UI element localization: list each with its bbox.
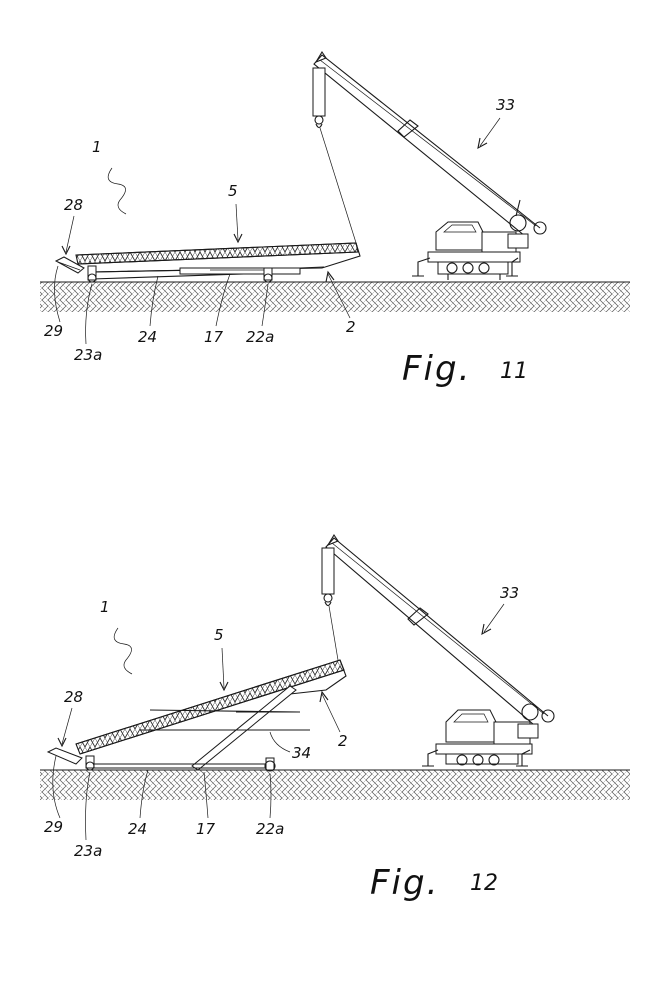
- conveyor-assembly: [46, 659, 347, 772]
- ground-section: [40, 769, 630, 800]
- label-end-28: 28: [64, 688, 83, 706]
- label-member-17: 17: [196, 820, 216, 838]
- figure-11: 1 5 33 28 2 29 23a 24 17 22a Fig. 11: [40, 50, 630, 389]
- label-support-22a: 22a: [256, 820, 284, 838]
- label-support-23a: 23a: [74, 346, 102, 364]
- label-assembly: 1: [100, 598, 110, 616]
- label-strut-34: 34: [292, 744, 311, 762]
- figure-caption-11: Fig. 11: [402, 349, 528, 389]
- caption-word: Fig.: [402, 349, 471, 389]
- label-end-29: 29: [44, 322, 63, 340]
- reference-labels: 1 5 33 28 2 34 29 23a 24 17 22a: [44, 584, 519, 860]
- figure-12: 1 5 33 28 2 34 29 23a 24 17 22a Fig.: [40, 533, 630, 903]
- label-end-28: 28: [64, 196, 83, 214]
- crane-drawing: [321, 533, 555, 767]
- label-frame: 2: [338, 732, 348, 750]
- label-crane: 33: [496, 96, 515, 114]
- reference-labels: 1 5 33 28 2 29 23a 24 17 22a: [44, 96, 515, 364]
- label-member-17: 17: [204, 328, 224, 346]
- label-support-23a: 23a: [74, 842, 102, 860]
- label-beam-24: 24: [128, 820, 147, 838]
- label-assembly: 1: [92, 138, 102, 156]
- label-support-22a: 22a: [246, 328, 274, 346]
- label-beam-24: 24: [138, 328, 157, 346]
- figure-caption-12: Fig. 12: [370, 863, 498, 903]
- crane-drawing: [312, 50, 547, 280]
- label-end-29: 29: [44, 818, 63, 836]
- caption-word: Fig.: [370, 863, 439, 903]
- conveyor-assembly: [54, 242, 361, 283]
- caption-number: 12: [470, 871, 498, 896]
- ground-section: [40, 281, 630, 312]
- caption-number: 11: [500, 359, 528, 384]
- label-crane: 33: [500, 584, 519, 602]
- label-conveyor: 5: [214, 626, 224, 644]
- label-conveyor: 5: [228, 182, 238, 200]
- label-frame: 2: [346, 318, 356, 336]
